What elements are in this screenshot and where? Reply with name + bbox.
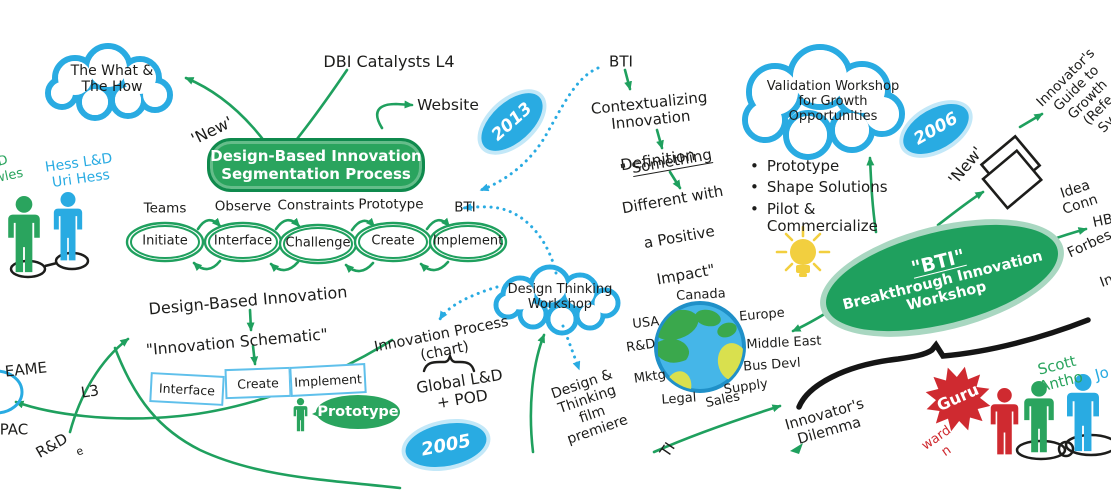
l3-label: L3 [79,381,101,402]
website-label: Website [417,96,479,115]
chart-brace [422,352,476,373]
bullet-dot: • [750,178,759,197]
globe-icon [654,301,746,393]
bullet-dot: • [750,157,759,175]
brace-curve [796,317,1091,410]
person-icon-red-right [990,388,1019,455]
process-chain-ellipses [125,221,508,265]
chain-label-observe: Observe [214,198,272,215]
bti-quote-line3: a Positive [642,222,717,253]
pac-label: PAC [0,420,29,439]
prototype-bubble-label: Prototype [317,404,399,420]
year-2005-text: 2005 [419,429,473,461]
chain-node-initiate: Initiate [142,233,188,249]
schematic-box-create-label: Create [236,374,280,392]
bullet-item: • Prototype [750,157,888,175]
person-icon-green-small [293,398,308,432]
bullet-item: • Shape Solutions [750,178,888,197]
chain-label-prototype: Prototype [358,196,424,213]
blue-dotted-connectors [438,66,600,371]
bti-quote-line2: Different with [620,181,725,218]
bti-label-top: BTI [609,52,633,71]
schematic-box-implement-label: Implement [293,370,363,390]
chain-label-constraints: Constraints [277,197,355,214]
bullet-label-pilot-commercialize: Pilot & Commercialize [766,199,878,235]
guru-starburst [925,366,991,432]
main-topic-node: Design-Based Innovation Segmentation Pro… [207,138,425,192]
chain-label-teams: Teams [143,200,187,217]
what-how-cloud-label: The What & The How [70,63,154,95]
book-icon [979,134,1044,210]
chain-node-create: Create [371,233,415,249]
schematic-box-interface-label: Interface [158,380,216,398]
design-thinking-cloud-label: Design Thinking Workshop [507,282,613,312]
validation-cloud-label: Validation Workshop for Growth Opportuni… [766,78,900,124]
main-topic-line1: Design-Based Innovation [210,147,422,165]
globe-label-usa: USA [631,314,661,332]
cloud-shape-validation [742,44,905,160]
prototype-bubble: Prototype [316,395,400,429]
validation-bullets: • Prototype • Shape Solutions • Pilot & … [750,157,888,239]
schematic-box-create: Create [224,366,292,400]
quote-word-underlined: Something [630,145,714,178]
cloud-shape-what-how [45,43,173,121]
chain-node-implement: Implement [432,233,504,249]
year-2006-text: 2006 [910,108,962,150]
cloud-shape-design-thinking [493,264,621,336]
chain-node-interface: Interface [213,233,273,249]
bullet-label-prototype: Prototype [766,157,840,175]
left-edge-node-fragment [0,369,24,415]
chain-label-bti: BTI [454,199,476,216]
bti-quote-line1: " Something [614,144,718,181]
bullet-label-shape-solutions: Shape Solutions [766,178,888,197]
lightbulb-icon [775,225,831,277]
bullet-item: • Pilot & Commercialize [750,199,888,236]
chain-node-challenge: Challenge [285,235,351,251]
globe-label-canada: Canada [675,286,727,304]
bullet-dot: • [750,199,759,218]
year-2013-text: 2013 [487,98,537,146]
person-icon-blue-left [53,192,83,261]
schematic-box-interface: Interface [149,372,225,406]
dbi-catalysts-label: DBI Catalysts L4 [323,51,455,71]
schematic-box-implement: Implement [289,363,367,397]
globe-label-legal: Legal [661,390,697,408]
main-topic-line2: Segmentation Process [221,165,411,183]
